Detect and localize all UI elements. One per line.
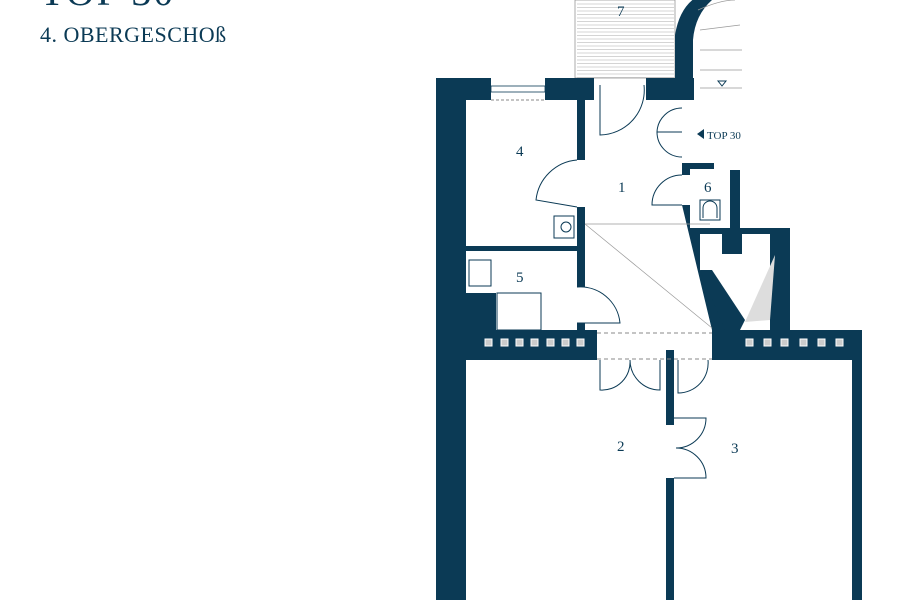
vent (561, 338, 570, 347)
vent (817, 338, 826, 347)
staircase (574, 0, 742, 100)
room-label-5: 5 (516, 270, 524, 286)
vent (546, 338, 555, 347)
room-label-1: 1 (618, 180, 626, 196)
room-label-3: 3 (731, 441, 739, 457)
vent (576, 338, 585, 347)
room-label-4: 4 (516, 144, 524, 160)
room-label-2: 2 (617, 439, 625, 455)
room-label-7: 7 (617, 4, 625, 20)
room-label-6: 6 (704, 180, 712, 196)
floor-label: 4. OBERGESCHOß (40, 22, 227, 47)
vent (515, 338, 524, 347)
vent (530, 338, 539, 347)
walls (436, 78, 862, 600)
apartment-title: TOP 30 (40, 0, 175, 15)
vent (500, 338, 509, 347)
doors (535, 84, 709, 479)
vent (780, 338, 789, 347)
vent (835, 338, 844, 347)
vent (799, 338, 808, 347)
vent (763, 338, 772, 347)
vent (745, 338, 754, 347)
windows (484, 85, 844, 360)
entrance-label: TOP 30 (707, 130, 741, 142)
vent (484, 338, 493, 347)
fixtures (468, 199, 775, 331)
entrance-arrow-icon (697, 129, 704, 139)
